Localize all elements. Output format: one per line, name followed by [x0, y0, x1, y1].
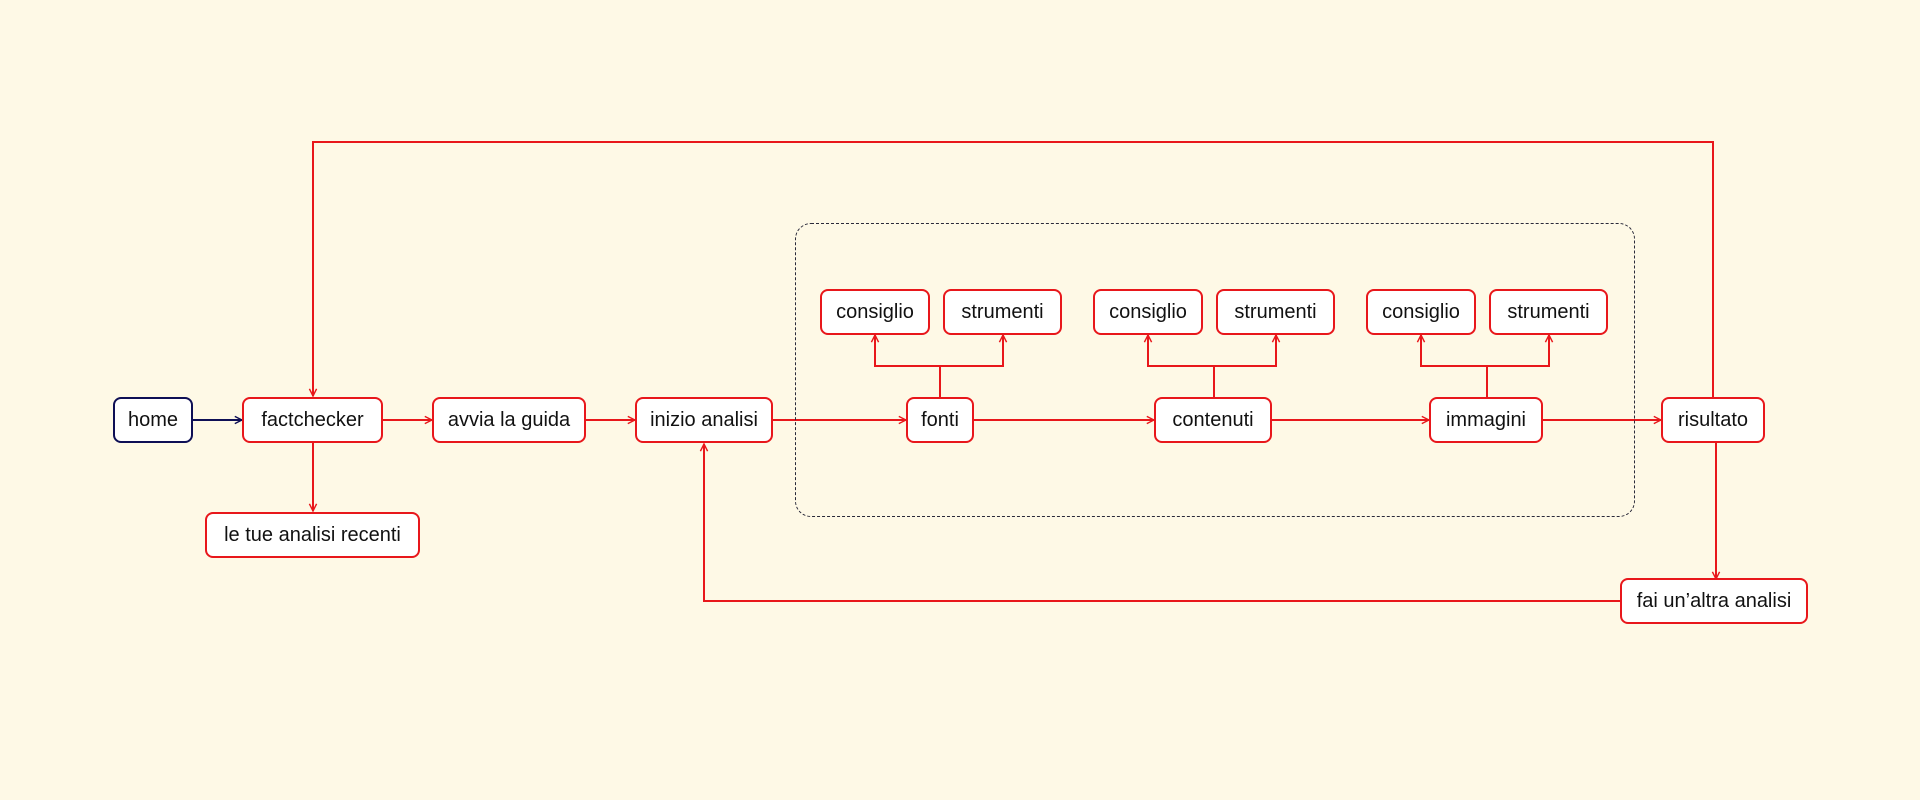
- node-contents[interactable]: contenuti: [1154, 397, 1272, 443]
- node-analysis-start[interactable]: inizio analisi: [635, 397, 773, 443]
- node-recent-analyses[interactable]: le tue analisi recenti: [205, 512, 420, 558]
- node-images[interactable]: immagini: [1429, 397, 1543, 443]
- node-contents-tools[interactable]: strumenti: [1216, 289, 1335, 335]
- node-sources-advice[interactable]: consiglio: [820, 289, 930, 335]
- node-result[interactable]: risultato: [1661, 397, 1765, 443]
- node-start-guide[interactable]: avvia la guida: [432, 397, 586, 443]
- node-sources-tools[interactable]: strumenti: [943, 289, 1062, 335]
- node-images-advice[interactable]: consiglio: [1366, 289, 1476, 335]
- node-home[interactable]: home: [113, 397, 193, 443]
- node-images-tools[interactable]: strumenti: [1489, 289, 1608, 335]
- node-factchecker[interactable]: factchecker: [242, 397, 383, 443]
- node-contents-advice[interactable]: consiglio: [1093, 289, 1203, 335]
- node-sources[interactable]: fonti: [906, 397, 974, 443]
- node-another-analysis[interactable]: fai un’altra analisi: [1620, 578, 1808, 624]
- analysis-steps-group: [795, 223, 1635, 517]
